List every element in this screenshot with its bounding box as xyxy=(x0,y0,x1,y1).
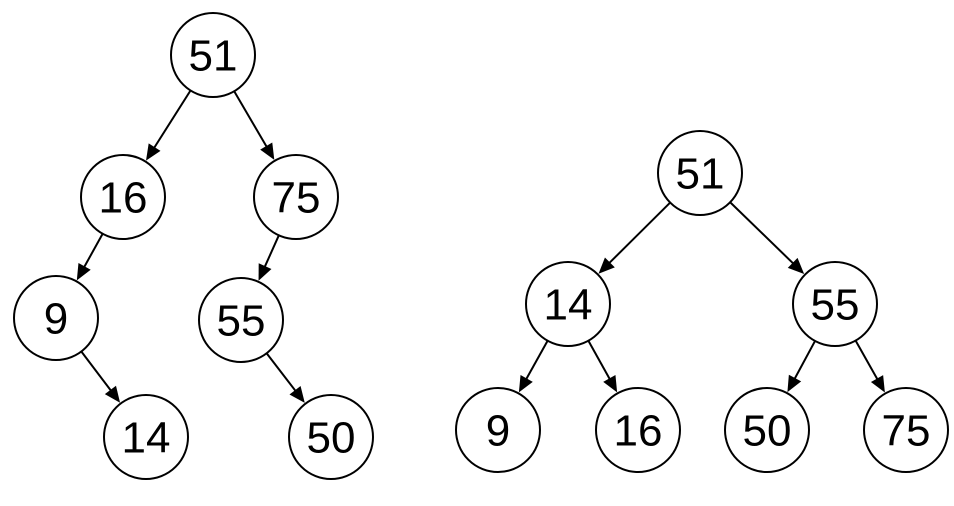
node-label: 16 xyxy=(614,407,663,456)
edge-line xyxy=(854,340,879,381)
right-tree-node-50: 50 xyxy=(724,387,810,473)
left-tree-node-16: 16 xyxy=(80,154,166,240)
arrowhead xyxy=(787,257,805,275)
node-label: 14 xyxy=(122,414,171,463)
arrowhead xyxy=(76,262,91,281)
node-circle xyxy=(525,261,611,347)
left-tree-edge-L75-L55 xyxy=(258,234,280,281)
right-tree-edge-R51-R14 xyxy=(598,201,671,274)
node-circle xyxy=(792,261,878,347)
arrowhead xyxy=(260,142,275,160)
node-label: 16 xyxy=(99,174,148,223)
right-tree-edge-R14-R16 xyxy=(587,340,618,393)
node-label: 55 xyxy=(811,281,860,330)
edge-line xyxy=(82,233,104,269)
edge-line xyxy=(729,201,795,266)
left-tree-node-14: 14 xyxy=(103,394,189,480)
right-tree-node-75: 75 xyxy=(863,387,949,473)
node-label: 51 xyxy=(676,150,725,199)
right-tree-node-55: 55 xyxy=(792,261,878,347)
right-tree-node-16: 16 xyxy=(595,387,681,473)
arrowhead xyxy=(104,385,121,403)
arrowhead xyxy=(598,257,615,274)
edge-line xyxy=(607,201,671,265)
right-tree-edge-R55-R75 xyxy=(854,340,885,393)
left-tree-edge-L16-L9 xyxy=(76,233,104,281)
node-circle xyxy=(595,387,681,473)
left-tree-edge-L51-L16 xyxy=(146,89,192,161)
node-circle xyxy=(13,275,99,361)
arrowhead xyxy=(787,374,802,393)
node-circle xyxy=(170,12,256,98)
arrowhead xyxy=(603,375,618,393)
edge-line xyxy=(152,89,192,150)
node-label: 50 xyxy=(307,414,356,463)
edge-line xyxy=(587,340,612,381)
left-tree-edge-L51-L75 xyxy=(233,90,275,160)
right-tree-edge-R55-R50 xyxy=(787,340,816,393)
node-circle xyxy=(724,387,810,473)
node-label: 14 xyxy=(544,281,593,330)
left-tree-node-9: 9 xyxy=(13,275,99,361)
node-label: 50 xyxy=(743,407,792,456)
node-circle xyxy=(80,154,166,240)
right-tree-node-51: 51 xyxy=(657,130,743,216)
node-label: 75 xyxy=(882,407,931,456)
arrowhead xyxy=(258,263,272,281)
edges-layer xyxy=(76,89,885,403)
node-circle xyxy=(253,154,339,240)
edge-line xyxy=(263,234,280,269)
edge-line xyxy=(233,90,269,149)
node-circle xyxy=(657,130,743,216)
node-circle xyxy=(103,394,189,480)
left-tree-node-75: 75 xyxy=(253,154,339,240)
node-label: 75 xyxy=(272,174,321,223)
right-tree-node-9: 9 xyxy=(455,387,541,473)
edge-line xyxy=(793,340,816,381)
nodes-layer: 51 16 75 9 55 14 50 51 14 55 9 16 50 75 xyxy=(13,12,949,480)
right-tree-node-14: 14 xyxy=(525,261,611,347)
arrowhead xyxy=(146,143,161,161)
arrowhead xyxy=(289,385,305,403)
right-tree-edge-R14-R9 xyxy=(518,340,549,393)
left-tree-node-51: 51 xyxy=(170,12,256,98)
node-label: 55 xyxy=(217,297,266,346)
edge-line xyxy=(80,350,113,393)
arrowhead xyxy=(870,375,885,393)
arrowhead xyxy=(518,375,533,393)
left-tree-node-50: 50 xyxy=(288,394,374,480)
edge-line xyxy=(265,352,298,393)
edge-line xyxy=(524,340,549,381)
node-circle xyxy=(455,387,541,473)
node-circle xyxy=(288,394,374,480)
node-circle xyxy=(198,277,284,363)
right-tree-edge-R51-R55 xyxy=(729,201,805,275)
left-tree-node-55: 55 xyxy=(198,277,284,363)
left-tree-edge-L55-L50 xyxy=(265,352,305,403)
node-label: 51 xyxy=(189,32,238,81)
left-tree-edge-L9-L14 xyxy=(80,350,121,403)
node-label: 9 xyxy=(44,295,68,344)
node-circle xyxy=(863,387,949,473)
node-label: 9 xyxy=(486,407,510,456)
